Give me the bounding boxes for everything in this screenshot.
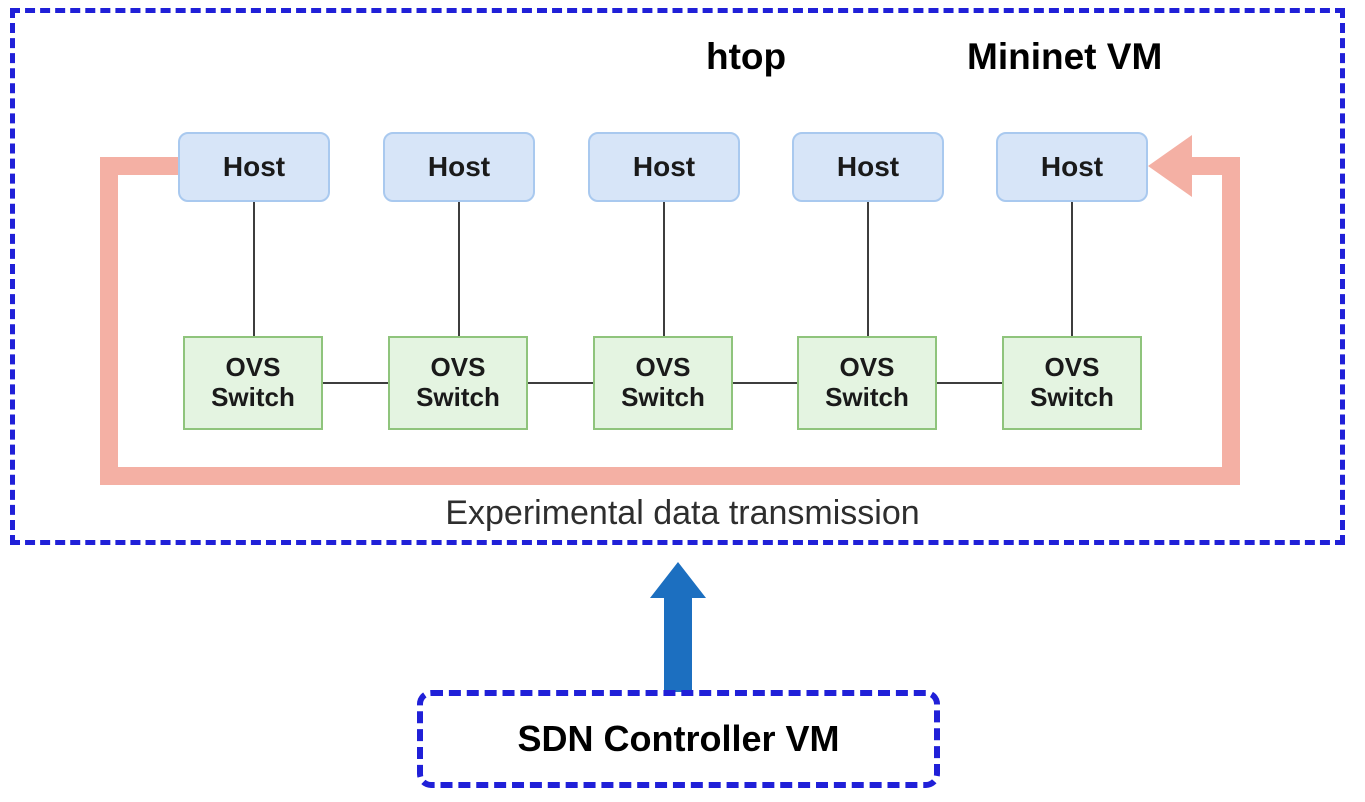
switch-label-line2: Switch bbox=[825, 382, 909, 412]
ovs-switch-node-3[interactable]: OVS Switch bbox=[593, 336, 733, 430]
link-host1-switch1 bbox=[253, 202, 255, 336]
switch-label-line1: OVS bbox=[430, 352, 486, 383]
switch-label-line1: OVS bbox=[225, 352, 281, 383]
sdn-controller-vm-container[interactable]: SDN Controller VM bbox=[417, 690, 940, 788]
host-node-5[interactable]: Host bbox=[996, 132, 1148, 202]
switch-label-line1: OVS bbox=[635, 352, 691, 383]
link-switch3-switch4 bbox=[731, 382, 799, 384]
host-label: Host bbox=[427, 151, 491, 182]
label-mininet-vm: Mininet VM bbox=[967, 36, 1163, 77]
ovs-switch-node-5[interactable]: OVS Switch bbox=[1002, 336, 1142, 430]
link-switch2-switch3 bbox=[527, 382, 594, 384]
switch-label-line1: OVS bbox=[839, 352, 895, 383]
host-node-1[interactable]: Host bbox=[178, 132, 330, 202]
host-label: Host bbox=[632, 151, 696, 182]
link-host4-switch4 bbox=[867, 202, 869, 336]
link-switch4-switch5 bbox=[936, 382, 1003, 384]
host-label: Host bbox=[836, 151, 900, 182]
switch-label-line2: Switch bbox=[1030, 382, 1114, 412]
host-node-3[interactable]: Host bbox=[588, 132, 740, 202]
label-htop: htop bbox=[706, 36, 787, 77]
link-host5-switch5 bbox=[1071, 202, 1073, 336]
host-node-4[interactable]: Host bbox=[792, 132, 944, 202]
host-node-2[interactable]: Host bbox=[383, 132, 535, 202]
ovs-switch-node-2[interactable]: OVS Switch bbox=[388, 336, 528, 430]
switch-label-line2: Switch bbox=[621, 382, 705, 412]
sdn-controller-vm-label: SDN Controller VM bbox=[517, 718, 840, 759]
switch-label-line2: Switch bbox=[416, 382, 500, 412]
switch-label-line1: OVS bbox=[1044, 352, 1100, 383]
mininet-vm-container bbox=[10, 8, 1345, 545]
link-switch1-switch2 bbox=[322, 382, 390, 384]
ovs-switch-node-4[interactable]: OVS Switch bbox=[797, 336, 937, 430]
link-host2-switch2 bbox=[458, 202, 460, 336]
link-host3-switch3 bbox=[663, 202, 665, 336]
host-label: Host bbox=[1040, 151, 1104, 182]
ovs-switch-node-1[interactable]: OVS Switch bbox=[183, 336, 323, 430]
host-label: Host bbox=[222, 151, 286, 182]
switch-label-line2: Switch bbox=[211, 382, 295, 412]
data-transmission-caption: Experimental data transmission bbox=[445, 494, 920, 532]
